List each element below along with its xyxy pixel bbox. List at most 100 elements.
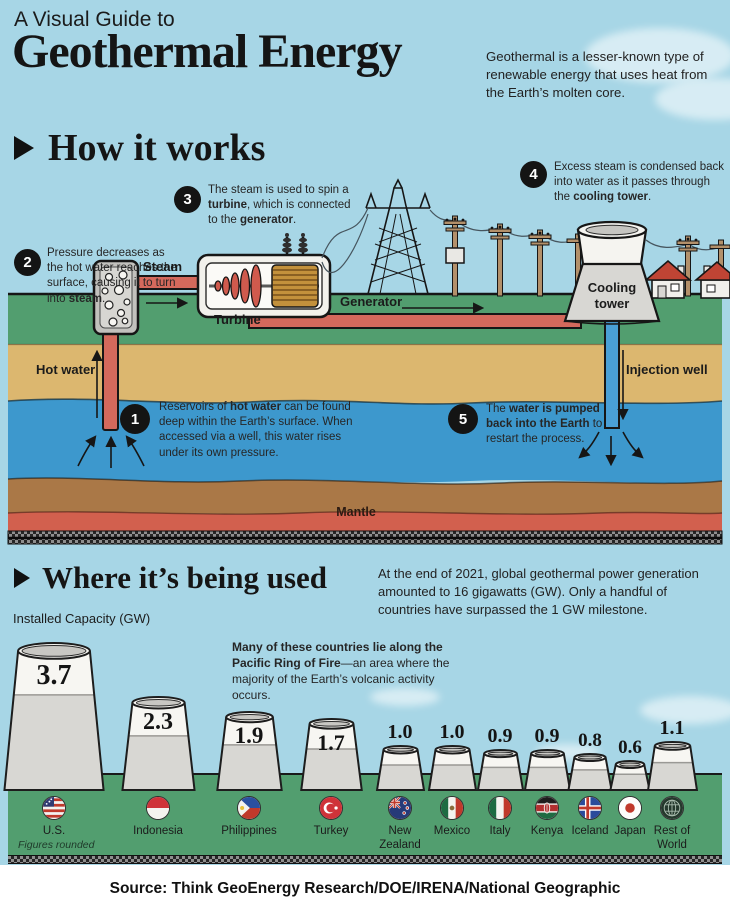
capacity-tower — [214, 710, 285, 797]
tower-shape — [120, 696, 196, 791]
house — [693, 260, 730, 299]
figures-rounded-note: Figures rounded — [18, 839, 95, 851]
step-text-4: Excess steam is condensed back into wate… — [554, 161, 725, 204]
step-text-2: Pressure decreases as the hot water reac… — [47, 247, 177, 305]
capacity-value: 0.6 — [618, 737, 642, 758]
turbine-label: Turbine — [214, 312, 261, 327]
intro-text: Geothermal is a lesser-known type of ren… — [486, 49, 708, 100]
capacity-value: 1.0 — [439, 721, 465, 743]
turbine-icon — [214, 264, 262, 308]
capacity-value: 1.0 — [387, 721, 413, 743]
country-label: Indonesia — [133, 825, 183, 837]
hot-water-label: Hot water — [36, 362, 96, 377]
mexico-flag — [440, 796, 464, 820]
cloud — [585, 28, 730, 83]
kicker: A Visual Guide to — [14, 8, 175, 31]
capacity-tower — [565, 752, 615, 797]
steam-label: Steam — [143, 259, 183, 274]
globe-icon — [660, 796, 684, 820]
transmission-tower — [365, 178, 431, 295]
kenya-flag — [535, 796, 559, 820]
generator-label: Generator — [340, 294, 403, 309]
tower-shape — [567, 753, 613, 791]
indonesia-flag — [146, 796, 170, 820]
country-label: Japan — [614, 825, 646, 837]
ring-of-fire-note: Many of these countries lie along the Pa… — [232, 640, 450, 702]
philippines-flag — [237, 796, 261, 820]
water-reservoir-layer — [8, 399, 722, 483]
tower-shape — [427, 744, 477, 791]
step-badge-4: 4 — [520, 161, 547, 188]
pipes — [102, 275, 620, 431]
step-badge-2: 2 — [14, 249, 41, 276]
turkey-flag — [319, 796, 343, 820]
country-label: Kenya — [530, 825, 564, 837]
country-label: Iceland — [571, 825, 609, 837]
triangle-bullet-icon — [14, 136, 34, 160]
bottom-border-strip — [8, 855, 722, 864]
cloud — [640, 696, 730, 724]
italy-flag — [488, 796, 512, 820]
country-label: U.S. — [42, 825, 66, 837]
source-band: Source: Think GeoEnergy Research/DOE/IRE… — [0, 865, 730, 912]
country-label: Mexico — [433, 825, 471, 837]
tower-shape — [523, 749, 571, 791]
how-it-works-heading: How it works — [14, 126, 265, 170]
tower-shape — [646, 741, 698, 791]
page-title: Geothermal Energy — [12, 25, 403, 78]
country-label: Italy — [489, 825, 511, 837]
step-badge-3: 3 — [174, 186, 201, 213]
country-label: Turkey — [313, 825, 349, 837]
capacity-tower — [1, 641, 107, 797]
cooling-tower-label: Cooling tower — [587, 280, 637, 312]
capacity-tower — [298, 717, 365, 797]
step-text-5: The water is pumped back into the Earth … — [486, 403, 603, 446]
capacity-tower — [475, 748, 526, 797]
how-heading-text: How it works — [48, 127, 266, 169]
source-text: Source: Think GeoEnergy Research/DOE/IRE… — [109, 879, 621, 897]
tower-shape — [609, 760, 651, 791]
generator-icon — [271, 264, 319, 308]
flow-arrows — [77, 297, 644, 468]
cloud — [370, 688, 440, 706]
new-zealand-flag — [388, 796, 412, 820]
country-label: Philippines — [221, 825, 277, 837]
tower-shape — [299, 718, 363, 791]
step-badge-5: 5 — [448, 404, 478, 434]
tower-shape — [375, 744, 425, 791]
capacity-tower — [645, 740, 700, 797]
geothermal-diagram — [7, 178, 730, 545]
step-text-3: The steam is used to spin a turbine, whi… — [208, 184, 351, 227]
capacity-tower — [607, 759, 653, 797]
step-badge-1: 1 — [120, 404, 150, 434]
japan-flag — [618, 796, 642, 820]
capacity-tower — [374, 744, 427, 797]
sand-layer — [8, 344, 722, 406]
country-label: New Zealand — [379, 825, 421, 852]
houses — [643, 259, 730, 299]
capacity-value: 0.9 — [534, 725, 560, 747]
turbine-generator-unit — [196, 233, 332, 319]
tower-shape — [3, 642, 105, 791]
hot-water-pipe — [102, 327, 119, 431]
insulator-icon — [282, 233, 308, 255]
capacity-tower — [522, 748, 573, 797]
capacity-value: 1.7 — [317, 729, 345, 755]
capacity-tower — [426, 744, 479, 797]
capacity-value: 0.8 — [578, 730, 602, 751]
injection-well-label: Injection well — [626, 362, 708, 377]
house — [643, 259, 693, 299]
tower-shape — [476, 749, 524, 791]
capacity-value: 3.7 — [36, 659, 72, 691]
step-text-1: Reservoirs of hot water can be found dee… — [159, 401, 353, 459]
triangle-bullet-icon — [14, 568, 30, 588]
us-flag — [42, 796, 66, 820]
capacity-tower — [119, 695, 198, 797]
mantle-layer — [8, 511, 722, 532]
tower-shape — [215, 711, 283, 791]
capacity-value: 0.9 — [487, 725, 513, 747]
axis-label: Installed Capacity (GW) — [13, 611, 151, 626]
iceland-flag — [578, 796, 602, 820]
